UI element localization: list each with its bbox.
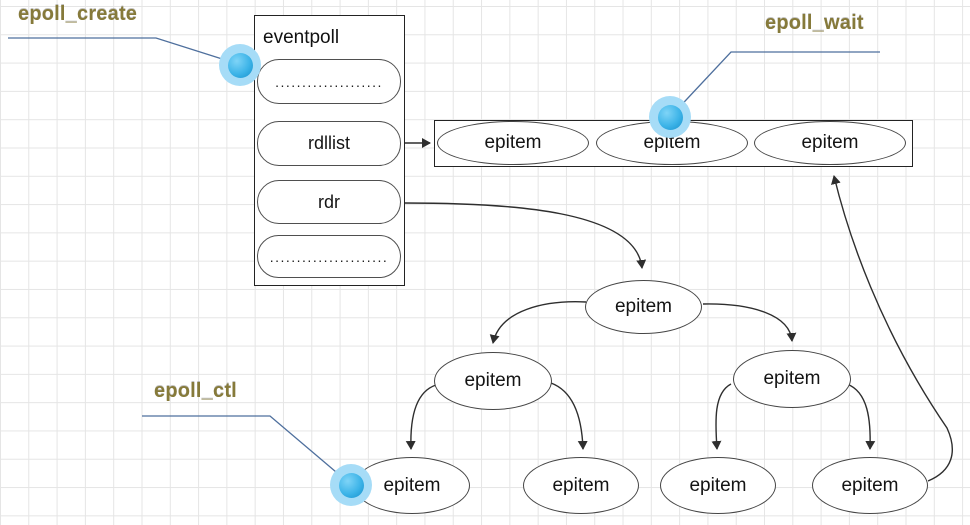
epoll-create-callout-line [8, 37, 239, 65]
epitem-label: epitem [383, 474, 441, 496]
eventpoll-title: eventpoll [263, 27, 340, 48]
field-label: .................... [275, 73, 383, 90]
marker-core [657, 104, 683, 130]
epitem-label: epitem [763, 368, 821, 389]
epitem-label: epitem [484, 132, 542, 153]
tree-right-child-epitem: epitem [733, 350, 851, 408]
tree-leaf-epitem-2: epitem [523, 457, 639, 514]
epoll-wait-label: epoll_wait [765, 12, 864, 34]
arrow-right-child-to-leaf3 [711, 383, 732, 450]
tree-left-child-epitem: epitem [434, 352, 552, 410]
epoll-create-marker-icon [219, 44, 261, 86]
field-label: rdllist [307, 133, 350, 153]
eventpoll-field-dots-bottom: ...................... [257, 235, 401, 278]
epoll-wait-marker-icon [649, 96, 691, 138]
ready-list-epitem-3: epitem [754, 121, 906, 165]
eventpoll-field-rdr: rdr [257, 180, 401, 224]
marker-core [338, 472, 364, 498]
tree-leaf-epitem-1: epitem [354, 457, 470, 514]
tree-leaf-epitem-4: epitem [812, 457, 928, 514]
epitem-label: epitem [643, 132, 701, 153]
eventpoll-field-dots-top: .................... [257, 59, 401, 104]
epitem-label: epitem [552, 474, 610, 496]
arrow-left-child-to-leaf1 [405, 384, 437, 450]
marker-core [227, 52, 253, 78]
field-label: rdr [318, 191, 340, 212]
epitem-label: epitem [689, 474, 747, 496]
arrow-left-child-to-leaf2 [550, 382, 588, 450]
epitem-label: epitem [801, 132, 859, 153]
epoll-ctl-marker-icon [330, 464, 372, 506]
tree-leaf-epitem-3: epitem [660, 457, 776, 514]
eventpoll-box: eventpoll .................... rdllist r… [254, 15, 405, 286]
field-label: ...................... [269, 248, 389, 265]
epitem-label: epitem [614, 296, 673, 317]
epoll-ctl-label: epoll_ctl [154, 380, 237, 402]
epoll-ctl-callout-line [142, 415, 350, 484]
arrow-root-to-right-child [702, 303, 797, 342]
tree-root-epitem: epitem [585, 280, 702, 334]
epoll-wait-callout-line [671, 51, 880, 116]
arrow-leaf4-to-ready-list-item [831, 175, 953, 482]
arrow-root-to-left-child [489, 301, 587, 344]
epitem-label: epitem [464, 370, 522, 391]
ready-list-epitem-1: epitem [437, 121, 589, 165]
arrow-right-child-to-leaf4 [846, 383, 876, 450]
epitem-label: epitem [841, 474, 899, 496]
epoll-create-label: epoll_create [18, 3, 138, 25]
eventpoll-field-rdllist: rdllist [257, 121, 401, 166]
arrow-rdr-to-tree-root [403, 202, 647, 269]
